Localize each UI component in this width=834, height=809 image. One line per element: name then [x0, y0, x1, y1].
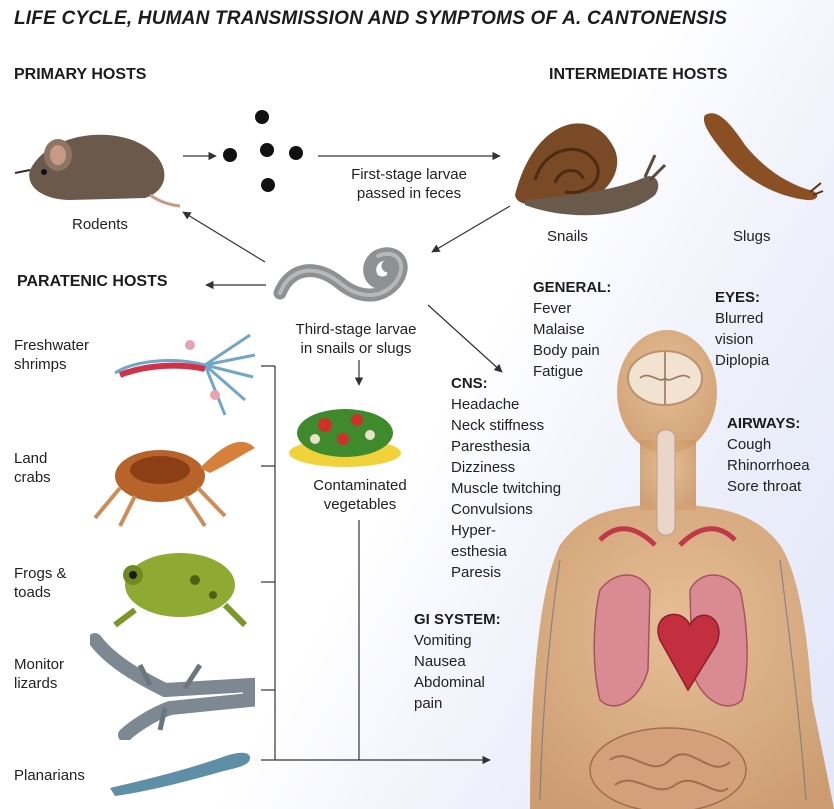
symptom-list-eyes: Blurred vision Diplopia [715, 308, 769, 371]
symptom-item: Convulsions [451, 499, 561, 520]
symptom-group-gi: GI SYSTEM: Vomiting Nausea Abdominal pai… [414, 610, 501, 714]
symptom-item: Vomiting [414, 630, 501, 651]
paratenic-host-line1: Monitor [14, 655, 64, 674]
symptom-heading-airways: AIRWAYS: [727, 414, 810, 434]
paratenic-host-line2: shrimps [14, 355, 89, 374]
symptom-item: Cough [727, 434, 810, 455]
paratenic-host-line2: toads [14, 583, 67, 602]
paratenic-host-line1: Land [14, 449, 51, 468]
symptom-item: Paresis [451, 562, 561, 583]
symptom-item: pain [414, 693, 501, 714]
third-stage-larvae-line2: in snails or slugs [276, 339, 436, 358]
symptom-heading-eyes: EYES: [715, 288, 769, 308]
first-stage-larvae-line1: First-stage larvae [334, 165, 484, 184]
first-stage-larvae-label: First-stage larvae passed in feces [334, 165, 484, 203]
vegetables-line1: Contaminated [290, 476, 430, 495]
arrow-third-stage-to-rodents [183, 212, 265, 262]
symptom-item: Hyper- [451, 520, 561, 541]
symptom-heading-general: GENERAL: [533, 278, 611, 298]
symptom-item: Nausea [414, 651, 501, 672]
paratenic-host-line2: crabs [14, 468, 51, 487]
snails-label: Snails [547, 227, 588, 246]
symptom-item: Headache [451, 394, 561, 415]
symptom-item: Abdominal [414, 672, 501, 693]
symptom-item: Sore throat [727, 476, 810, 497]
symptom-item: Malaise [533, 319, 611, 340]
arrow-snails-to-third-stage [432, 206, 510, 252]
slugs-label: Slugs [733, 227, 771, 246]
paratenic-host-lizards: Monitor lizards [14, 655, 64, 693]
symptom-item: Fever [533, 298, 611, 319]
symptom-group-airways: AIRWAYS: Cough Rhinorrhoea Sore throat [727, 414, 810, 497]
symptom-list-airways: Cough Rhinorrhoea Sore throat [727, 434, 810, 497]
symptom-item: Paresthesia [451, 436, 561, 457]
symptom-item: Rhinorrhoea [727, 455, 810, 476]
arrow-third-stage-to-human [428, 305, 502, 372]
symptom-heading-gi: GI SYSTEM: [414, 610, 501, 630]
symptom-list-cns: Headache Neck stiffness Paresthesia Dizz… [451, 394, 561, 583]
paratenic-host-frogs: Frogs & toads [14, 564, 67, 602]
paratenic-host-planarians: Planarians [14, 766, 85, 785]
third-stage-larvae-line1: Third-stage larvae [276, 320, 436, 339]
symptom-item: Dizziness [451, 457, 561, 478]
symptom-item: Muscle twitching [451, 478, 561, 499]
first-stage-larvae-line2: passed in feces [334, 184, 484, 203]
symptom-group-cns: CNS: Headache Neck stiffness Paresthesia… [451, 374, 561, 583]
symptom-item: Blurred [715, 308, 769, 329]
paratenic-host-line1: Frogs & [14, 564, 67, 583]
symptom-item: esthesia [451, 541, 561, 562]
symptom-item: Body pain [533, 340, 611, 361]
vegetables-line2: vegetables [290, 495, 430, 514]
symptom-group-general: GENERAL: Fever Malaise Body pain Fatigue [533, 278, 611, 382]
symptom-heading-cns: CNS: [451, 374, 561, 394]
symptom-list-gi: Vomiting Nausea Abdominal pain [414, 630, 501, 714]
symptom-list-general: Fever Malaise Body pain Fatigue [533, 298, 611, 382]
paratenic-host-line1: Planarians [14, 766, 85, 785]
paratenic-host-line2: lizards [14, 674, 64, 693]
symptom-item: vision [715, 329, 769, 350]
contaminated-vegetables-label: Contaminated vegetables [290, 476, 430, 514]
paratenic-host-shrimps: Freshwater shrimps [14, 336, 89, 374]
symptom-group-eyes: EYES: Blurred vision Diplopia [715, 288, 769, 371]
third-stage-larvae-label: Third-stage larvae in snails or slugs [276, 320, 436, 358]
symptom-item: Neck stiffness [451, 415, 561, 436]
paratenic-host-line1: Freshwater [14, 336, 89, 355]
paratenic-host-crabs: Land crabs [14, 449, 51, 487]
rodents-label: Rodents [72, 215, 128, 234]
symptom-item: Diplopia [715, 350, 769, 371]
